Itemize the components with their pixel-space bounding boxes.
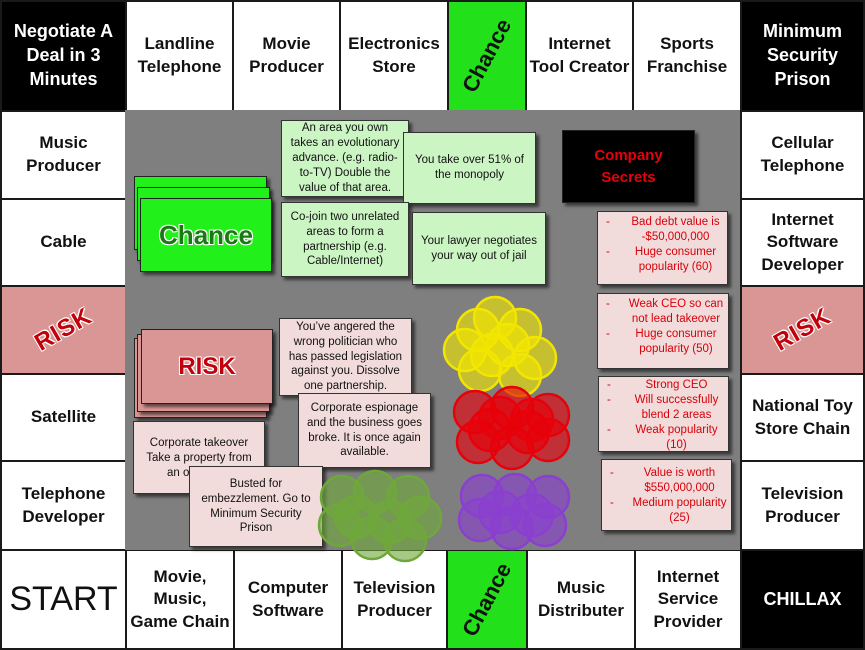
space-label: Landline Telephone xyxy=(137,34,222,76)
space-right-0[interactable]: Cellular Telephone xyxy=(740,110,865,200)
card-text: You’ve angered the wrong politician who … xyxy=(288,320,403,393)
secret-item: Will successfully blend 2 areas xyxy=(603,393,724,423)
space-chance-bottom[interactable]: Chance xyxy=(446,549,528,650)
space-label: Television Producer xyxy=(761,483,844,526)
company-secrets-title: Company Secrets xyxy=(594,146,663,186)
space-bottom-1[interactable]: Computer Software xyxy=(233,549,343,650)
risk-label: RISK xyxy=(29,302,97,357)
secret-card[interactable]: Value is worth $550,000,000Medium popula… xyxy=(601,459,732,531)
secret-card[interactable]: Bad debt value is -$50,000,000Huge consu… xyxy=(597,211,728,285)
company-secrets-deck[interactable]: Company Secrets xyxy=(562,130,695,203)
chance-card[interactable]: Your lawyer negotiates your way out of j… xyxy=(412,212,546,285)
space-right-4[interactable]: Television Producer xyxy=(740,460,865,551)
secret-item: Huge consumer popularity (50) xyxy=(602,327,724,357)
corner-chillax[interactable]: CHILLAX xyxy=(740,549,865,650)
secret-item: Bad debt value is -$50,000,000 xyxy=(602,215,723,245)
card-text: Your lawyer negotiates your way out of j… xyxy=(421,234,537,262)
space-label: Cable xyxy=(40,232,87,252)
space-label: Movie Producer xyxy=(249,34,324,76)
secret-item: Strong CEO xyxy=(603,378,724,393)
space-label: Internet Service Provider xyxy=(653,566,723,631)
card-text: Corporate espionage and the business goe… xyxy=(306,401,423,459)
space-bottom-2[interactable]: Television Producer xyxy=(341,549,448,650)
space-label: Electronics Store xyxy=(348,34,440,76)
chance-card[interactable]: An area you own takes an evolutionary ad… xyxy=(281,120,409,197)
card-text: Busted for embezzlement. Go to Minimum S… xyxy=(201,477,311,535)
space-label: Satellite xyxy=(30,407,97,427)
corner-prison[interactable]: Minimum Security Prison xyxy=(740,0,865,112)
risk-card[interactable]: Busted for embezzlement. Go to Minimum S… xyxy=(189,466,323,547)
space-right-3[interactable]: National Toy Store Chain xyxy=(740,373,865,462)
space-label: Internet Software Developer xyxy=(761,209,844,274)
space-label: Music Producer xyxy=(26,133,101,175)
secret-item: Value is worth $550,000,000 xyxy=(606,466,727,496)
corner-start-label: START xyxy=(9,579,118,618)
space-label: Television Producer xyxy=(353,577,436,620)
secret-item: Huge consumer popularity (60) xyxy=(602,245,723,275)
space-label: Music Distributer xyxy=(538,577,624,620)
space-bottom-5[interactable]: Internet Service Provider xyxy=(634,549,742,650)
risk-deck[interactable]: RISK xyxy=(141,329,273,404)
space-left-1[interactable]: Cable xyxy=(0,198,127,287)
space-top-2[interactable]: Electronics Store xyxy=(339,0,449,112)
secret-card[interactable]: Strong CEOWill successfully blend 2 area… xyxy=(598,376,729,452)
secret-item: Medium popularity (25) xyxy=(606,496,727,526)
space-risk-left[interactable]: RISK xyxy=(0,285,127,375)
space-label: Movie, Music, Game Chain xyxy=(130,566,230,631)
corner-negotiate-label: Negotiate A Deal in 3 Minutes xyxy=(13,21,114,89)
space-label: Internet Tool Creator xyxy=(529,34,630,76)
secret-item: Weak CEO so can not lead takeover xyxy=(602,297,724,327)
chance-label: Chance xyxy=(457,558,517,641)
risk-card[interactable]: Corporate espionage and the business goe… xyxy=(298,393,431,468)
chance-deck[interactable]: Chance xyxy=(140,198,272,272)
corner-prison-label: Minimum Security Prison xyxy=(763,21,842,89)
card-text: Co-join two unrelated areas to form a pa… xyxy=(290,210,400,268)
space-label: Sports Franchise xyxy=(646,34,728,76)
space-top-4[interactable]: Internet Tool Creator xyxy=(525,0,634,112)
space-label: National Toy Store Chain xyxy=(752,395,853,438)
space-bottom-4[interactable]: Music Distributer xyxy=(526,549,636,650)
chance-deck-title: Chance xyxy=(159,219,253,250)
space-top-5[interactable]: Sports Franchise xyxy=(632,0,742,112)
space-top-0[interactable]: Landline Telephone xyxy=(125,0,234,112)
secret-card[interactable]: Weak CEO so can not lead takeoverHuge co… xyxy=(597,293,729,369)
risk-card[interactable]: You’ve angered the wrong politician who … xyxy=(279,318,412,396)
space-bottom-0[interactable]: Movie, Music, Game Chain xyxy=(125,549,235,650)
secret-item: Weak popularity (10) xyxy=(603,423,724,453)
space-right-1[interactable]: Internet Software Developer xyxy=(740,198,865,287)
corner-chillax-label: CHILLAX xyxy=(763,588,842,609)
risk-deck-title: RISK xyxy=(178,352,236,380)
space-risk-right[interactable]: RISK xyxy=(740,285,865,375)
space-chance-top[interactable]: Chance xyxy=(447,0,527,112)
chance-label: Chance xyxy=(457,14,517,97)
chance-card[interactable]: Co-join two unrelated areas to form a pa… xyxy=(281,202,409,277)
card-text: You take over 51% of the monopoly xyxy=(415,154,524,181)
space-left-3[interactable]: Satellite xyxy=(0,373,127,462)
space-label: Computer Software xyxy=(247,577,329,620)
corner-start[interactable]: START xyxy=(0,549,127,650)
chance-card[interactable]: You take over 51% of the monopoly xyxy=(403,132,536,204)
card-text: An area you own takes an evolutionary ad… xyxy=(290,122,400,194)
risk-label: RISK xyxy=(768,302,836,357)
space-left-4[interactable]: Telephone Developer xyxy=(0,460,127,551)
corner-negotiate[interactable]: Negotiate A Deal in 3 Minutes xyxy=(0,0,127,112)
space-label: Cellular Telephone xyxy=(760,133,845,175)
space-top-1[interactable]: Movie Producer xyxy=(232,0,341,112)
space-left-0[interactable]: Music Producer xyxy=(0,110,127,200)
space-label: Telephone Developer xyxy=(21,483,106,526)
